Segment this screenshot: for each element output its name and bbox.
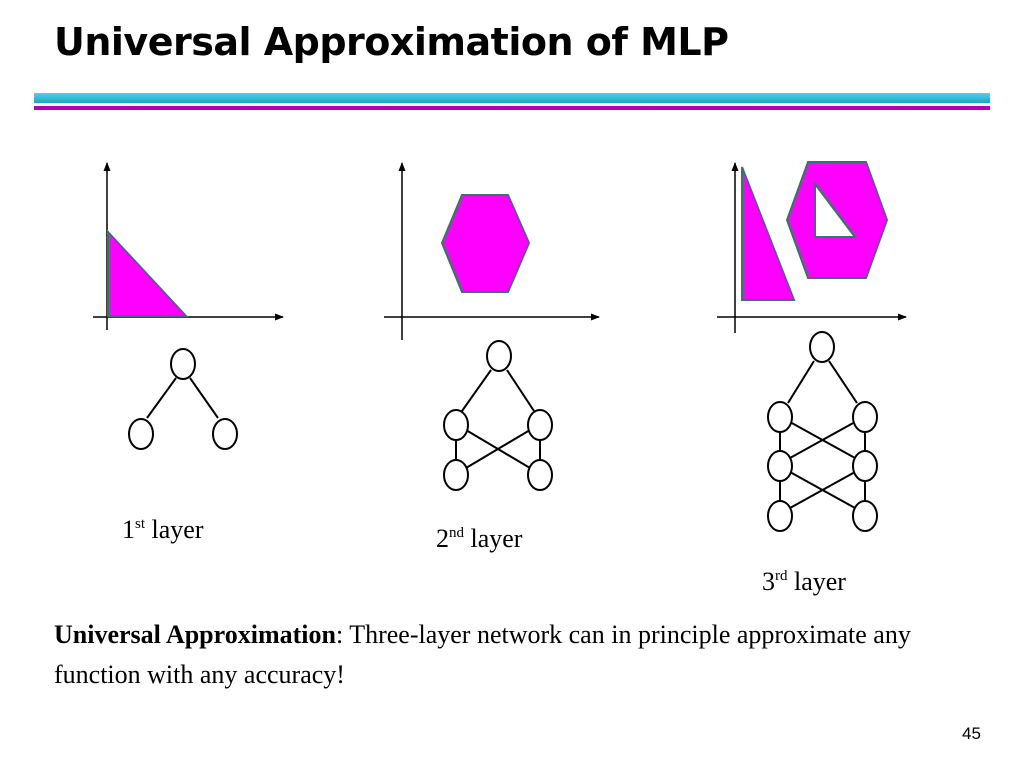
neuron [852, 500, 878, 532]
panel-2-network [443, 340, 553, 491]
neuron [128, 418, 154, 450]
edge [787, 360, 815, 404]
caption-layer-1: 1st layer [122, 515, 203, 545]
panel-3-hexagon-with-hole-region [785, 161, 889, 279]
panel-3-plot [717, 161, 907, 333]
edge [789, 421, 856, 459]
panel-1-network [128, 348, 238, 450]
neuron [852, 401, 878, 433]
neuron [767, 401, 793, 433]
panel-3-triangle-region [741, 166, 796, 301]
caption-number: 1 [122, 515, 135, 544]
caption-ordinal: nd [449, 525, 464, 541]
neuron [212, 418, 238, 450]
panel-1-plot [93, 162, 284, 330]
edge [461, 369, 492, 412]
title-rule-magenta [34, 106, 990, 110]
caption-ordinal: rd [775, 568, 788, 584]
caption-number: 3 [762, 567, 775, 596]
edge [828, 360, 858, 404]
neuron [767, 450, 793, 482]
neuron [527, 459, 553, 491]
caption-ordinal: st [135, 516, 146, 532]
statement-text: Three-layer network can in principle app… [54, 620, 911, 689]
panel-2-hexagon-region [440, 194, 531, 293]
caption-word: layer [470, 524, 523, 553]
title-rule-teal [34, 93, 990, 103]
edge [189, 377, 219, 419]
neuron [443, 459, 469, 491]
caption-word: layer [794, 567, 846, 596]
neuron [527, 409, 553, 441]
edge [789, 471, 856, 509]
caption-number: 2 [436, 524, 449, 553]
neuron [767, 500, 793, 532]
neuron [852, 450, 878, 482]
caption-layer-2: 2nd layer [436, 524, 522, 554]
edge [146, 377, 177, 419]
edge [465, 429, 531, 469]
neuron [170, 348, 196, 380]
panel-3-network [767, 331, 878, 532]
neuron [486, 340, 512, 372]
panel-2-plot [384, 162, 600, 340]
neuron [443, 409, 469, 441]
universal-approximation-statement: Universal Approximation: Three-layer net… [54, 615, 984, 695]
neuron [809, 331, 835, 363]
page-number: 45 [962, 724, 981, 743]
panel-1-triangle-region [107, 229, 189, 317]
caption-layer-3: 3rd layer [762, 567, 846, 597]
statement-colon: : [335, 620, 344, 649]
slide-title: Universal Approximation of MLP [54, 20, 729, 64]
edge [506, 369, 535, 412]
caption-word: layer [151, 515, 204, 544]
statement-term: Universal Approximation [54, 620, 336, 649]
